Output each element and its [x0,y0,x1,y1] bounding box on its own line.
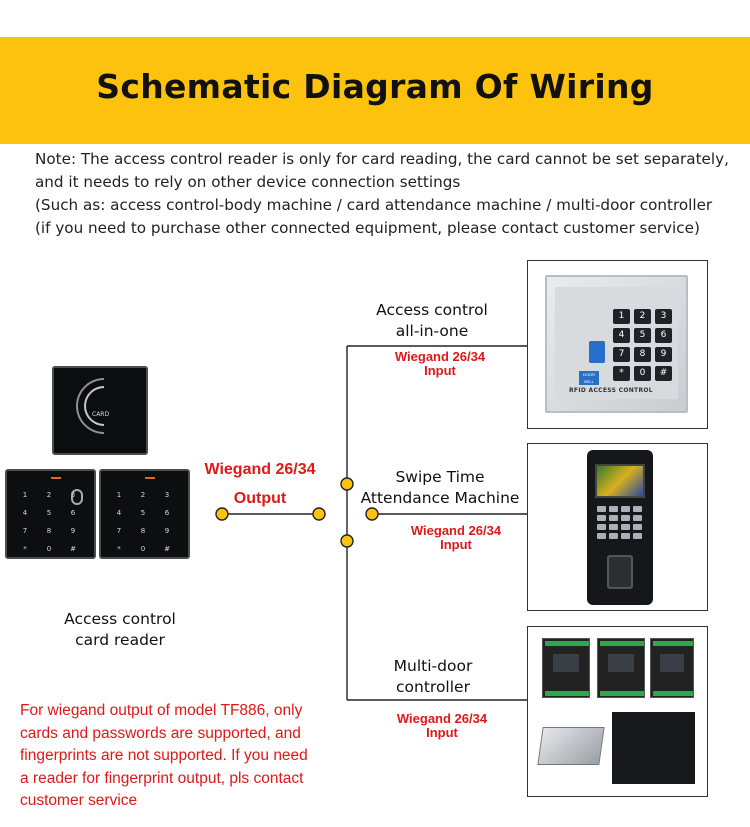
controller-enclosure [612,712,695,784]
note-text: Note: The access control reader is only … [35,148,745,240]
status-led [51,477,61,479]
target-label-multi-door: Multi-door controller [393,657,473,696]
card-reader-device: CARD [52,366,148,455]
keypad-grid: 1 2 3 4 5 6 7 8 9 * 0 # [22,491,76,553]
title-banner: Schematic Diagram Of Wiring [0,37,750,144]
attendance-machine-device [587,450,653,605]
note-line: and it needs to rely on other device con… [35,173,461,191]
controller-board-2 [597,638,645,698]
keypad-grid: 1 2 3 4 5 6 7 8 9 * 0 # [613,309,672,381]
keypad-grid: 1 2 3 4 5 6 7 8 9 * 0 # [116,491,170,553]
wiegand-output-label: Wiegand 26/34 Output [204,461,316,507]
wiegand-input-label-multi-door: Wiegand 26/34 Input [396,711,488,740]
target-label-attendance: Swipe Time Attendance Machine [360,468,520,507]
keypad-panel: DOOR BELL 1 2 3 4 5 6 7 8 9 * 0 # RFID A… [555,287,678,399]
page-title: Schematic Diagram Of Wiring [96,67,654,106]
fingerprint-sensor-icon [71,489,83,505]
node-trunk-top [340,477,354,491]
fingerprint-sensor-icon [607,555,633,589]
warning-text: For wiegand output of model TF886, only … [20,702,308,809]
power-supply-unit [537,727,605,765]
controller-board-3 [650,638,694,698]
note-line: (if you need to purchase other connected… [35,219,700,237]
node-output-right [312,507,326,521]
card-label: CARD [92,411,110,418]
card-zone-icon [589,341,605,363]
card-keypad-device: 1 2 3 4 5 6 7 8 9 * 0 # [99,469,190,559]
door-bell-button: DOOR BELL [579,371,599,385]
status-led [145,477,155,479]
wiegand-input-label-attendance: Wiegand 26/34 Input [410,523,502,552]
target-label-all-in-one: Access control all-in-one [376,301,488,340]
attendance-screen [595,464,645,498]
rfid-brand-label: RFID ACCESS CONTROL [569,387,653,394]
fingerprint-keypad-device: 1 2 3 4 5 6 7 8 9 * 0 # [5,469,96,559]
rfid-wave-icon [64,366,144,446]
node-output-left [215,507,229,521]
attendance-keypad [597,506,642,539]
controller-board-1 [542,638,590,698]
note-line: Note: The access control reader is only … [35,150,729,168]
access-control-all-in-one-device: DOOR BELL 1 2 3 4 5 6 7 8 9 * 0 # RFID A… [545,275,688,413]
source-label: Access control card reader [64,610,176,649]
note-line: (Such as: access control-body machine / … [35,196,713,214]
node-trunk-bottom [340,534,354,548]
wiegand-input-label-all-in-one: Wiegand 26/34 Input [394,349,486,378]
node-attendance [365,507,379,521]
